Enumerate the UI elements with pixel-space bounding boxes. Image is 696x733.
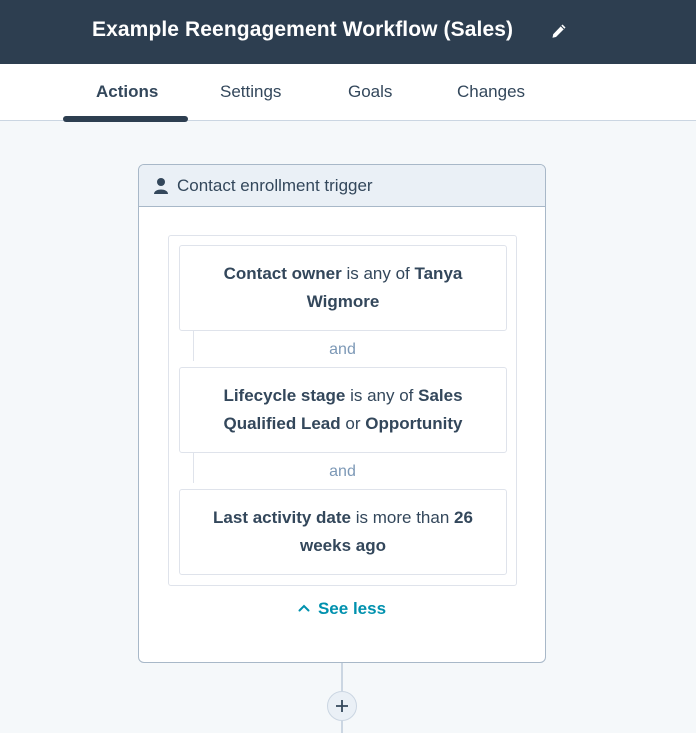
condition-joiner: or (345, 414, 361, 433)
condition-operator: is more than (355, 508, 450, 527)
workflow-title: Example Reengagement Workflow (Sales) (92, 18, 514, 41)
tab-settings[interactable]: Settings (220, 82, 282, 101)
and-label: and (329, 463, 356, 480)
card-title: Contact enrollment trigger (177, 176, 373, 195)
condition-group: Contact owner is any of Tanya Wigmore an… (168, 235, 517, 586)
condition-operator: is any of (350, 386, 414, 405)
condition-field: Contact owner (223, 264, 342, 283)
condition-value: Opportunity (365, 414, 463, 433)
card-header[interactable]: Contact enrollment trigger (139, 165, 545, 207)
workflow-header: Example Reengagement Workflow (Sales) (0, 0, 696, 64)
condition-value: 26 weeks ago (300, 508, 473, 555)
condition-field: Lifecycle stage (223, 386, 346, 405)
tab-actions[interactable]: Actions (96, 82, 159, 101)
see-less-label: See less (317, 599, 387, 618)
pencil-icon[interactable] (550, 22, 568, 40)
active-tab-indicator (63, 116, 188, 122)
condition-value: Tanya Wigmore (306, 264, 463, 311)
condition-operator: is any of (346, 264, 410, 283)
plus-icon (336, 700, 348, 712)
condition-value: Sales Qualified Lead (223, 386, 463, 433)
connector-line (193, 331, 194, 361)
tab-changes[interactable]: Changes (457, 82, 526, 101)
connector-line (193, 453, 194, 483)
condition-contact-owner[interactable]: Contact owner is any of Tanya Wigmore (179, 245, 507, 331)
condition-field: Last activity date (213, 508, 351, 527)
condition-last-activity-date[interactable]: Last activity date is more than 26 weeks… (179, 489, 507, 575)
condition-lifecycle-stage[interactable]: Lifecycle stage is any of Sales Qualifie… (179, 367, 507, 453)
add-action-button[interactable] (327, 691, 357, 721)
chevron-up-icon (298, 604, 310, 612)
enrollment-trigger-card[interactable]: Contact enrollment trigger Contact owner… (138, 164, 546, 663)
contact-person-icon (153, 177, 169, 195)
tab-goals[interactable]: Goals (348, 82, 393, 101)
and-label: and (329, 341, 356, 358)
tab-bar: Actions Settings Goals Changes (0, 64, 696, 121)
see-less-button[interactable]: See less (139, 599, 545, 619)
